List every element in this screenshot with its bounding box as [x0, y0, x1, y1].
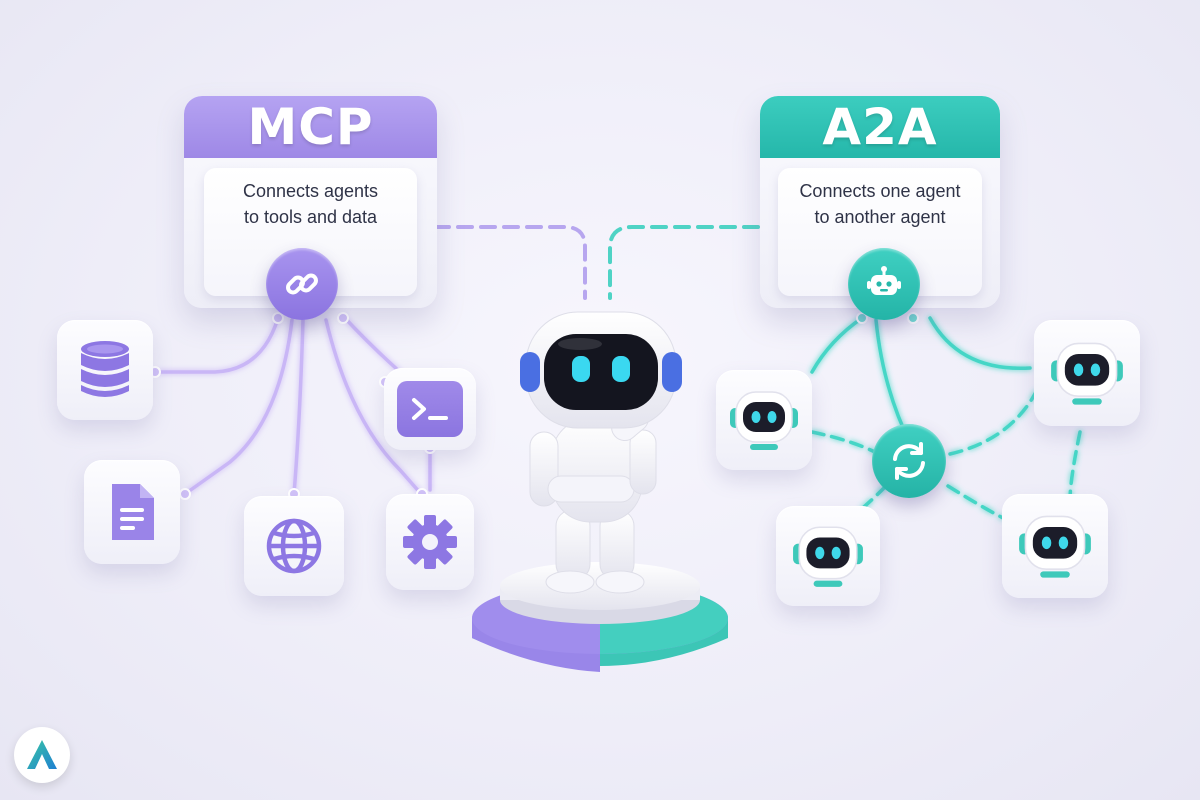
document-tile: [84, 460, 180, 564]
agent-tile-left: [716, 370, 812, 470]
mcp-card: MCP Connects agents to tools and data: [184, 96, 437, 308]
sync-arrows-icon: [893, 442, 925, 480]
mcp-node-document: [179, 488, 191, 500]
a2a-hub: [848, 248, 920, 320]
database-icon: [81, 341, 129, 397]
agent-robot-icon: [1051, 342, 1123, 405]
mcp-node-hub-right: [337, 312, 349, 324]
agent-robot-icon: [793, 526, 863, 587]
mcp-line-document: [183, 318, 294, 496]
a2a-line-right-to-br: [1068, 430, 1082, 502]
link-icon: [286, 273, 318, 295]
database-tile: [57, 320, 153, 420]
mcp-description-line1: Connects agents: [242, 181, 379, 201]
a2a-description: Connects one agent to another agent: [799, 168, 960, 230]
center-robot-figure: [472, 311, 728, 672]
a2a-node-hub-right: [907, 312, 919, 324]
a2a-line-sync-bottom-left: [856, 484, 888, 514]
terminal-icon: [397, 381, 463, 437]
mcp-line-database: [153, 316, 280, 374]
a2a-line-sync-bottom-right: [946, 484, 1005, 520]
mcp-node-hub-left: [272, 312, 284, 324]
a2a-card: A2A Connects one agent to another agent: [760, 96, 1000, 308]
mcp-title: MCP: [247, 98, 374, 156]
a2a-line-sync-right: [948, 390, 1038, 456]
brand-logo[interactable]: [14, 727, 70, 783]
agent-robot-icon: [730, 391, 798, 450]
mcp-line-globe: [292, 318, 305, 496]
globe-icon: [266, 518, 322, 574]
mcp-card-header: MCP: [184, 96, 437, 158]
a2a-robot-dashed-link: [608, 225, 760, 300]
gear-icon: [403, 515, 457, 569]
mcp-description-panel: Connects agents to tools and data: [204, 168, 417, 296]
mcp-line-gear: [324, 318, 424, 497]
gear-tile: [386, 494, 474, 590]
mcp-hub: [266, 248, 338, 320]
a2a-line-sync: [874, 318, 906, 432]
mcp-description-line2: to tools and data: [243, 207, 378, 227]
a2a-line-right-agent: [928, 316, 1032, 371]
agent-robot-icon: [1019, 515, 1091, 578]
terminal-tile: [384, 368, 476, 450]
mcp-line-terminal: [341, 314, 402, 374]
a2a-card-header: A2A: [760, 96, 1000, 158]
globe-tile: [244, 496, 344, 596]
a2a-title: A2A: [822, 98, 938, 156]
agent-tile-right: [1034, 320, 1140, 426]
agent-tile-bottom-left: [776, 506, 880, 606]
a2a-line-left-agent: [810, 316, 864, 374]
a2a-description-line2: to another agent: [814, 207, 946, 227]
mcp-description: Connects agents to tools and data: [243, 168, 378, 230]
robot-icon: [867, 266, 901, 295]
pedestal: [472, 562, 728, 672]
mcp-robot-dashed-link: [433, 225, 587, 300]
document-icon: [112, 484, 154, 540]
a2a-line-left-sync: [810, 430, 877, 454]
a2a-sync-hub: [872, 424, 946, 498]
a2a-description-line1: Connects one agent: [799, 181, 961, 201]
agent-tile-bottom-right: [1002, 494, 1108, 598]
a-logo-icon: [27, 740, 57, 769]
